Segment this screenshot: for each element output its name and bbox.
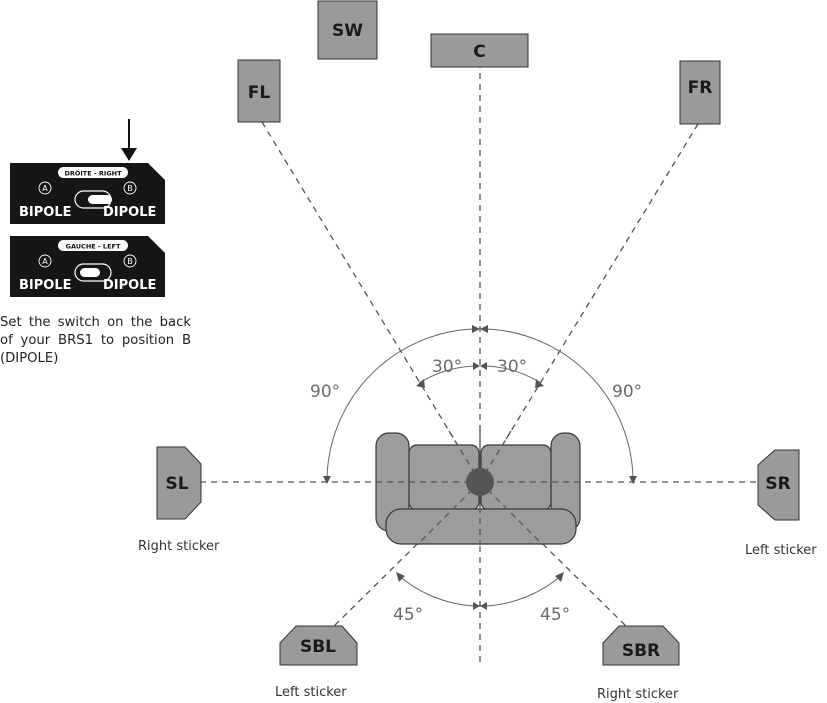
speaker-sbl-label: SBL (300, 637, 336, 657)
speaker-sbr-box (602, 625, 680, 666)
angle-label-30-right: 30° (497, 357, 527, 377)
guide-line-sbl-over (416, 481, 481, 546)
listener-position (466, 468, 494, 496)
speaker-fr-label: FR (688, 78, 713, 98)
speaker-fl: FL (237, 59, 281, 123)
sticker-label-sbl: Left sticker (275, 685, 347, 700)
switch-panel-right-b-circle (123, 181, 137, 195)
speaker-sr-label: SR (765, 474, 790, 494)
guide-line-fr (479, 123, 699, 483)
switch-panel-left-lever (80, 268, 100, 277)
speaker-sr: SR (757, 449, 800, 521)
guide-line-fl (261, 121, 481, 483)
angle-label-90-right: 90° (612, 382, 642, 402)
arrowhead (473, 362, 480, 370)
angle-label-45-left: 45° (393, 605, 423, 625)
switch-panel-right-header: DROITE - RIGHT (64, 170, 122, 178)
sofa (375, 432, 581, 545)
arrowhead (472, 325, 480, 333)
speaker-sbr-label: SBR (622, 641, 660, 661)
switch-instruction: Set the switch on the back of your BRS1 … (0, 315, 191, 366)
sticker-label-sbr: Right sticker (597, 687, 679, 702)
switch-panel-left-bipole: BIPOLE (19, 278, 72, 293)
speaker-sw: SW (317, 0, 378, 60)
speaker-c-label: C (473, 42, 485, 62)
speaker-sr-box (757, 449, 800, 521)
arrowhead (416, 379, 425, 388)
speaker-sl: SL (156, 446, 202, 520)
speaker-sbr: SBR (602, 625, 680, 666)
switch-panel-right-dipole: DIPOLE (103, 205, 156, 220)
sticker-label-sl: Right sticker (138, 539, 220, 554)
switch-panel-left-b-circle (123, 254, 137, 268)
down-arrow-icon (121, 119, 137, 161)
arc-90-left (326, 328, 475, 480)
speaker-c-box (430, 33, 529, 68)
speaker-fl-box (237, 59, 281, 123)
speaker-c: C (430, 33, 529, 68)
angle-arcs (323, 325, 637, 610)
speaker-sbl: SBL (279, 625, 358, 666)
speaker-sl-label: SL (165, 474, 188, 494)
arrowhead (535, 379, 544, 388)
arrowhead (555, 572, 564, 582)
speaker-fr-box (679, 60, 721, 125)
guide-lines (200, 62, 760, 662)
switch-panel-right-b: B (127, 184, 133, 193)
switch-panel-right-lever (88, 195, 112, 204)
sticker-label-sr: Left sticker (745, 543, 817, 558)
speaker-sw-box (317, 0, 378, 60)
sofa-seat (385, 508, 577, 545)
switch-panel-left-dipole: DIPOLE (103, 278, 156, 293)
arc-45-right (485, 574, 563, 607)
switch-panel-right-header-pill (58, 167, 128, 178)
arrowhead (473, 602, 480, 610)
angle-label-45-right: 45° (540, 605, 570, 625)
speaker-sl-box (156, 446, 202, 520)
switch-panel-left-b: B (127, 257, 133, 266)
arc-45-left (397, 574, 475, 607)
angle-label-30-left: 30° (432, 357, 462, 377)
arrowhead (480, 602, 487, 610)
guide-line-sbr-over (479, 481, 544, 546)
switch-panel-right: DROITE - RIGHT A B BIPOLE DIPOLE (10, 163, 165, 224)
arrowhead (323, 476, 331, 484)
switch-panel-right-a: A (42, 184, 48, 193)
arc-90-right (485, 328, 634, 480)
switch-panel-left-header: GAUCHE - LEFT (66, 243, 121, 251)
arrowhead (480, 362, 487, 370)
switch-panel-left-a: A (42, 257, 48, 266)
switch-panel-left: GAUCHE - LEFT A B BIPOLE DIPOLE (10, 236, 165, 297)
switch-panel-right-a-circle (38, 181, 52, 195)
switch-panel-left-a-circle (38, 254, 52, 268)
angle-label-90-left: 90° (310, 382, 340, 402)
speaker-fr: FR (679, 60, 721, 125)
arrowhead (480, 325, 488, 333)
speaker-sbl-box (279, 625, 358, 666)
arrowhead (629, 476, 637, 484)
speaker-fl-label: FL (248, 83, 271, 103)
switch-panel-left-header-pill (58, 240, 128, 251)
arrowhead (396, 572, 405, 582)
speaker-sw-label: SW (332, 21, 363, 41)
switch-panel-right-bipole: BIPOLE (19, 205, 72, 220)
